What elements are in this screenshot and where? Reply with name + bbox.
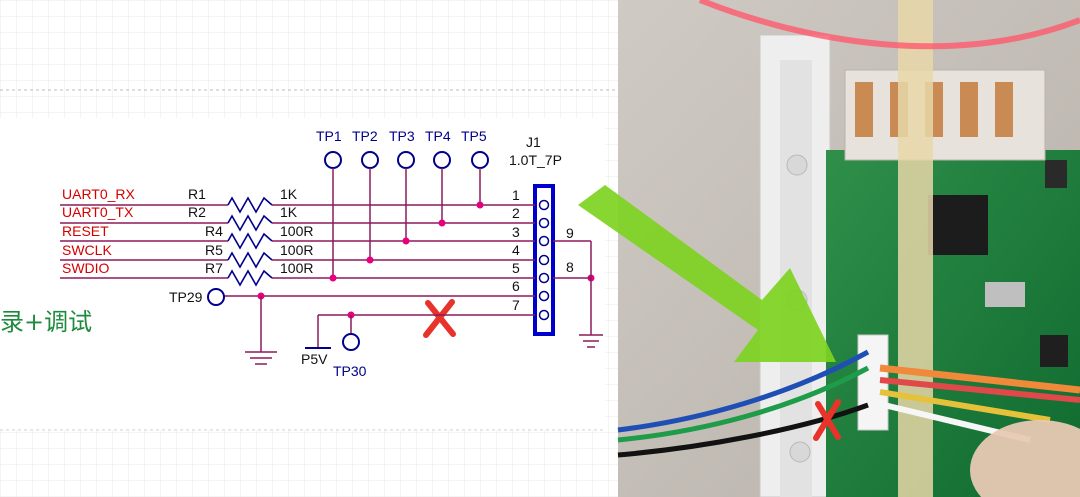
tp-circle [433, 151, 451, 169]
terminal-pin [995, 82, 1013, 137]
test-point-tp29: TP29 [169, 288, 225, 306]
signal-name: SWDIO [62, 260, 110, 276]
resistor-ref: R4 [205, 223, 223, 239]
chip [928, 195, 988, 255]
red-wire [698, 0, 1080, 50]
red-x-mark-schematic [423, 299, 456, 338]
red-wire-2 [879, 377, 1080, 403]
connector-pin [538, 235, 550, 247]
tp-circle [361, 151, 379, 169]
resistor-ref: R5 [205, 242, 223, 258]
resistor-r5 [227, 251, 273, 269]
tp-label: TP3 [389, 128, 415, 144]
tp-label: TP1 [316, 128, 342, 144]
hardware-photo [617, 0, 1080, 497]
resistor-value: 1K [280, 186, 298, 202]
pin-number: 2 [512, 205, 520, 221]
resistor-ref: R1 [188, 186, 206, 202]
test-point-tp5: TP5 [461, 128, 489, 169]
tp-label: TP5 [461, 128, 487, 144]
resistor-value: 100R [280, 242, 313, 258]
resistor-ref: R7 [205, 260, 223, 276]
rubber-band [898, 0, 933, 497]
pin-number: 4 [512, 242, 520, 258]
tp-label: TP29 [169, 289, 203, 305]
blue-wire [617, 349, 870, 433]
resistor-r2 [227, 214, 273, 232]
connector-part: 1.0T_7P [509, 152, 562, 168]
resistor-r1 [227, 196, 273, 214]
green-arrow [578, 185, 836, 362]
connector-pin [538, 290, 550, 302]
signal-name: SWCLK [62, 242, 112, 258]
terminal-block [844, 69, 1046, 161]
test-point-tp3: TP3 [389, 128, 415, 169]
ground-wiring-left [245, 296, 277, 365]
pin-number: 7 [512, 297, 520, 313]
yellow-wire [879, 389, 1051, 423]
tp-label: TP2 [352, 128, 378, 144]
screw-hole [786, 154, 808, 176]
signal-name: RESET [62, 223, 109, 239]
connector-pin [538, 272, 550, 284]
resistor-r4 [227, 232, 273, 250]
terminal-pin [855, 82, 873, 137]
tp-circle [397, 151, 415, 169]
tp-circle [207, 288, 225, 306]
red-x-mark-photo [813, 399, 841, 441]
test-point-tp4: TP4 [425, 128, 451, 169]
connector-pin [538, 309, 550, 321]
black-wire [617, 402, 869, 458]
connector-pin [538, 199, 550, 211]
connector-pin [538, 217, 550, 229]
chinese-caption: 录+调试 [0, 308, 92, 336]
connector-pin [538, 254, 550, 266]
resistor-value: 100R [280, 223, 313, 239]
component [1045, 160, 1067, 188]
ground-wiring-right [553, 240, 592, 335]
p5v-label: P5V [301, 351, 328, 367]
tp-circle [324, 151, 342, 169]
green-wire [617, 365, 870, 443]
tp-circle [342, 333, 360, 351]
pin-number: 3 [512, 224, 520, 240]
resistor-ref: R2 [188, 204, 206, 220]
orange-wire [879, 364, 1080, 394]
resistor-value: 1K [280, 204, 298, 220]
ground-symbol-right [579, 334, 603, 348]
pin-number: 5 [512, 260, 520, 276]
signal-name: UART0_RX [62, 186, 136, 202]
resistors [227, 196, 273, 287]
terminal-pin [960, 82, 978, 137]
tp-circle [471, 151, 489, 169]
signal-name: UART0_TX [62, 204, 134, 220]
pin-number: 1 [512, 187, 520, 203]
tp-label: TP4 [425, 128, 451, 144]
schematic-panel [0, 118, 605, 430]
test-point-tp1: TP1 [316, 128, 342, 169]
pin-number: 9 [566, 225, 574, 241]
signal-labels: UART0_RX UART0_TX RESET SWCLK SWDIO R1 R… [62, 186, 574, 313]
resistor-r7 [227, 269, 273, 287]
small-chip [985, 282, 1025, 307]
connector-name: J1 [526, 134, 541, 150]
component [1040, 335, 1068, 367]
pin-number: 8 [566, 259, 574, 275]
resistor-value: 100R [280, 260, 313, 276]
p5v-net [317, 315, 352, 348]
test-points: TP1 TP2 TP3 TP4 TP5 [316, 128, 489, 169]
screw-hole [789, 441, 811, 463]
connector-j1: J1 1.0T_7P [509, 134, 562, 336]
pin-number: 6 [512, 278, 520, 294]
tp-label: TP30 [333, 363, 367, 379]
test-point-tp30: TP30 [333, 333, 367, 379]
finger [970, 420, 1080, 497]
